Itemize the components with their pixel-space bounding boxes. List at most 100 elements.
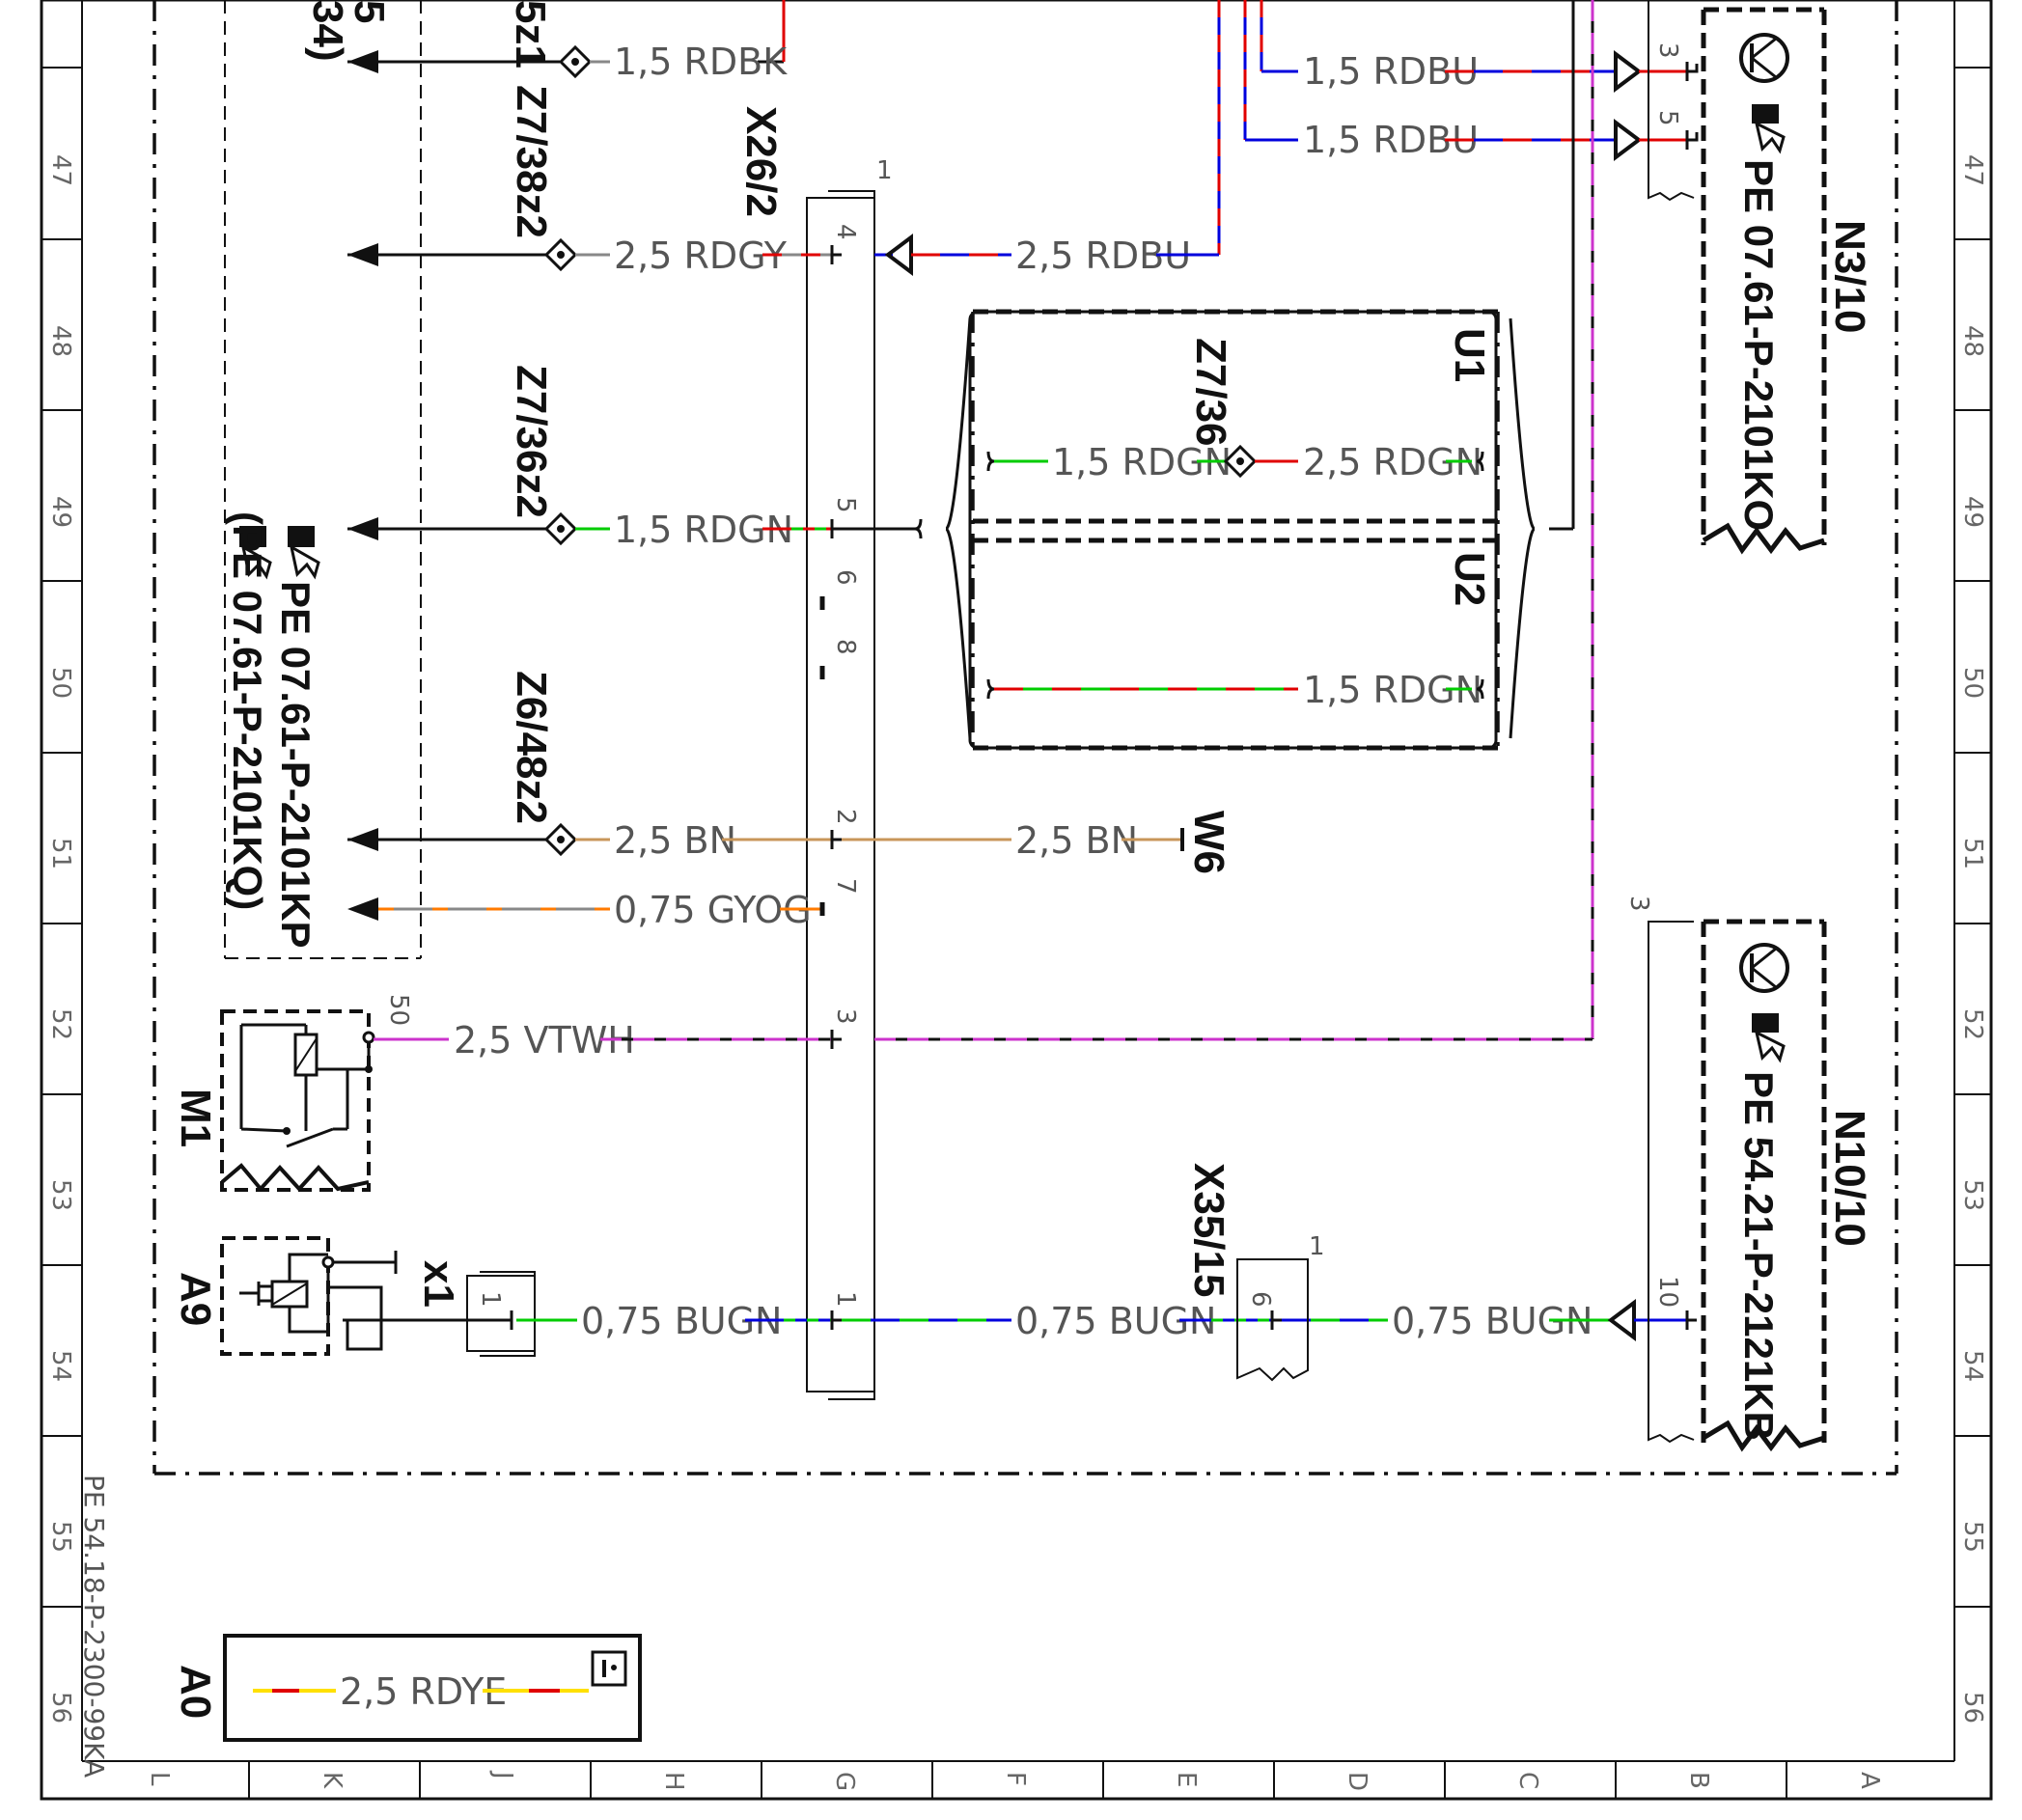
splice-label: Z7/38z2 [508,85,555,238]
column-ticks [248,1761,1787,1799]
wire-label: 2,5 RDGY [614,234,788,277]
wire-rdbk: 1,5 RDBK [347,0,788,83]
pe-ref-left-1: PE 07.61-P-2101KP [273,581,319,949]
row-number: 53 [46,1179,75,1211]
component-label-n10-10: N10/10 [1826,1110,1873,1247]
vehicle-boundary [152,0,1898,1475]
pin-label: 1 [1309,1232,1325,1261]
row-number: 54 [1958,1350,1987,1382]
connector-x35-15: 1 6 X35/15 [1185,1163,1325,1382]
pin-label: 2 [831,809,860,825]
wire-vtwh-row: 2,5 VTWH 3 [374,1008,1593,1062]
row-number: 51 [1958,838,1987,869]
col-letter: G [830,1772,859,1791]
hand-icon [239,526,272,580]
component-label-a0: A0 [172,1665,219,1719]
pin-label: 1 [831,1291,860,1308]
col-letter: D [1343,1772,1371,1791]
row-number: 55 [1958,1521,1987,1553]
wire-label: 2,5 RDYE [340,1670,507,1713]
pin-label: 10 [1653,1276,1682,1308]
row-number: 55 [46,1521,75,1553]
row-numbers-right: 47 48 49 50 51 52 53 54 55 56 [1958,154,1987,1723]
component-label-u2: U2 [1446,552,1493,606]
row-number: 54 [46,1350,75,1382]
wire-bn-row: 2,5 BN 2 2,5 BN W6 [347,809,1233,874]
header-fragment: 5z1 [507,0,554,69]
splice-label: Z6/48z2 [508,671,555,824]
row-numbers-left: 47 48 49 50 51 52 53 54 55 56 [46,154,75,1723]
row-number: 56 [46,1692,75,1723]
wire-rdbu-top: 1,5 RDBU 1,5 RDBU [1217,0,1699,255]
pin-label: 3 [1624,896,1653,912]
wire-rdgn-row: 1,5 RDGN 5 [347,497,923,551]
col-letter: L [145,1772,174,1786]
row-number: 50 [1958,667,1987,699]
row-number: 52 [46,1008,75,1040]
component-label-m1: M1 [172,1089,219,1147]
pin-label: 6 [831,569,860,586]
row-number: 50 [46,667,75,699]
pin-label: 3 [1653,42,1682,59]
connector-x1: 1 [347,1271,536,1357]
col-letter: H [659,1772,688,1791]
splice-label: Z7/36 [1187,338,1234,447]
header-fragment: 34) [304,0,351,62]
module-u1-u2: U1 U2 1,5 RDGN 2,5 RDGN Z7/36 1,5 RDGN [945,309,1536,751]
hand-icon [288,526,320,580]
connector-label-x1: x1 [415,1260,462,1308]
row-number: 48 [1958,325,1987,357]
pin-label: 1 [876,156,893,185]
component-n10-10: 3 PE 54.21-P-2121KB N10/10 [1624,896,1873,1452]
connector-label-x35-15: X35/15 [1185,1163,1233,1297]
wire-bugn-row: 0,75 BUGN 1 0,75 BUGN 0,75 BUGN 10 [516,1276,1697,1342]
hand-icon [1752,1013,1786,1063]
wire-label: 2,5 BN [614,819,736,862]
row-number: 53 [1958,1179,1987,1211]
header-fragment: 5 [346,0,393,23]
wire-label: 1,5 RDBK [614,41,788,83]
col-letter: C [1513,1772,1542,1789]
pin-label: 3 [831,1008,860,1025]
wire-rdgy-row: 2,5 RDGY 4 2,5 RDBU [347,224,1219,277]
col-letter: F [1001,1772,1030,1786]
sheet-frame [40,0,1993,1801]
pe-ref-n3-10: PE 07.61-P-2101KO [1736,159,1782,531]
row-number: 47 [46,154,75,186]
component-label-a9: A9 [172,1272,219,1326]
info-icon [591,1650,627,1687]
component-label-n3-10: N3/10 [1826,220,1873,333]
row-number: 47 [1958,154,1987,186]
row-number: 52 [1958,1008,1987,1040]
row-number: 51 [46,838,75,869]
pe-ref-left-2: (PE 07.61-P-2101KQ) [225,511,270,910]
sheet-reference: PE 54.18-P-2300-99KA [78,1475,110,1778]
transistor-icon [1739,943,1789,993]
component-a9: A9 x1 [172,1236,462,1356]
pin-label: 8 [831,639,860,655]
row-number: 56 [1958,1692,1987,1723]
pin-label: 5 [1653,110,1682,126]
component-m1: 50 M1 [172,994,413,1193]
component-label-w6: W6 [1185,811,1233,874]
splice-label: Z7/36z2 [508,365,555,518]
connector-x26-2: 1 [806,156,893,1400]
wire-gyog-row: 0,75 GYOG 7 [347,878,860,931]
row-number: 49 [46,496,75,528]
row-number: 49 [1958,496,1987,528]
hand-icon [1752,104,1786,154]
wire-label: 2,5 BN [1015,819,1138,862]
component-n3-10: PE 07.61-P-2101KO N3/10 [1648,0,1873,555]
row-number: 48 [46,325,75,357]
pin-label: 7 [831,878,860,895]
row-ticks [42,67,1991,1608]
wire-label: 0,75 GYOG [614,889,812,931]
col-letter: J [488,1770,517,1779]
col-letter: K [318,1772,346,1789]
connector-label-x26-2: X26/2 [737,106,785,217]
pin-label: 4 [831,224,860,240]
col-letter: A [1855,1772,1884,1789]
pin-label: 1 [476,1291,505,1308]
pin-label: 5 [831,497,860,513]
